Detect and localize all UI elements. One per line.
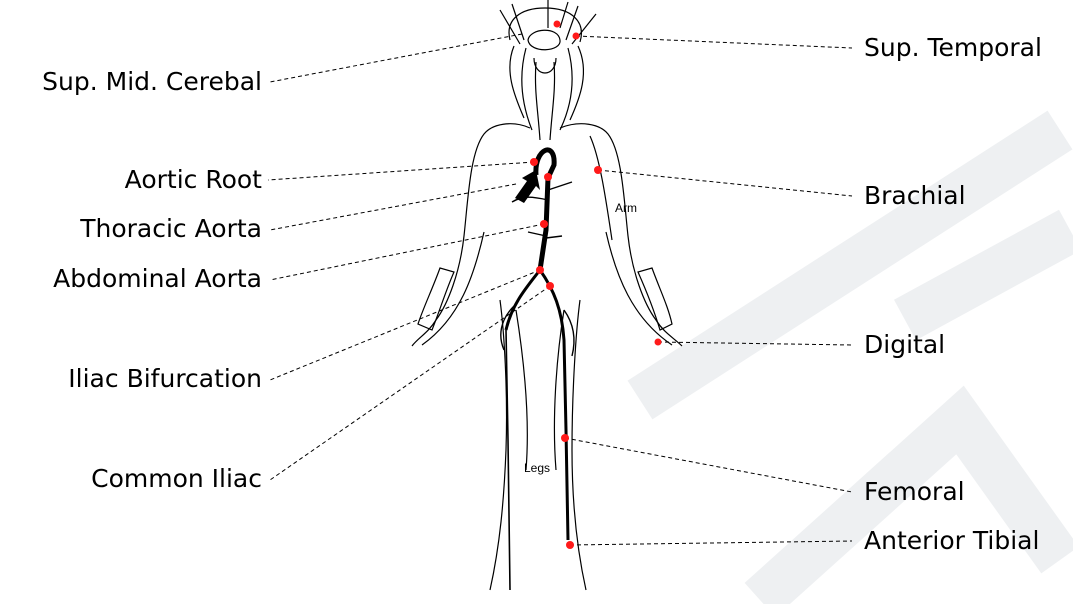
- label-aortic-root: Aortic Root: [125, 165, 263, 194]
- point-thoracic-aorta: [544, 173, 552, 181]
- leader-aortic-root: [268, 162, 534, 180]
- leader-thoracic-aorta: [270, 184, 516, 230]
- leader-abdominal-aorta: [270, 224, 544, 280]
- point-digital: [655, 339, 662, 346]
- label-anterior-tibial: Anterior Tibial: [864, 526, 1039, 555]
- point-sup-temporal: [573, 33, 580, 40]
- arm-label: Arm: [615, 201, 637, 215]
- legs-label: Legs: [524, 461, 550, 475]
- body-outline: [412, 0, 682, 590]
- label-brachial: Brachial: [864, 181, 966, 210]
- leader-lines: [268, 34, 852, 545]
- label-sup-temporal: Sup. Temporal: [864, 33, 1042, 62]
- point-head-top: [554, 21, 561, 28]
- point-aortic-root: [530, 158, 538, 166]
- point-abdominal-aorta: [540, 220, 548, 228]
- leader-femoral: [565, 438, 852, 492]
- label-abdominal-aorta: Abdominal Aorta: [53, 264, 262, 293]
- label-digital: Digital: [864, 330, 945, 359]
- label-common-iliac: Common Iliac: [91, 464, 262, 493]
- leader-brachial: [598, 170, 852, 196]
- label-iliac-bifurcation: Iliac Bifurcation: [68, 364, 262, 393]
- point-iliac-bifurcation: [536, 266, 544, 274]
- point-femoral: [561, 434, 569, 442]
- point-brachial: [594, 166, 602, 174]
- leader-sup-mid-cerebal: [270, 34, 522, 82]
- leader-iliac-bifurcation: [270, 270, 540, 380]
- label-femoral: Femoral: [864, 477, 965, 506]
- point-anterior-tibial: [566, 541, 574, 549]
- aorta-vessels: [501, 136, 612, 590]
- point-common-iliac: [546, 282, 554, 290]
- label-sup-mid-cerebal: Sup. Mid. Cerebal: [42, 67, 262, 96]
- label-thoracic-aorta: Thoracic Aorta: [79, 214, 262, 243]
- leader-sup-temporal: [576, 36, 852, 48]
